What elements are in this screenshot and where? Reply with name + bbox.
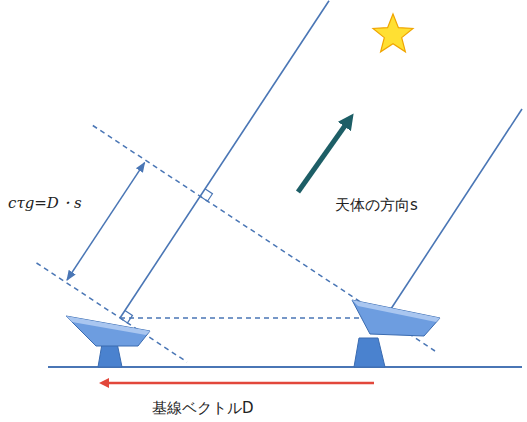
antenna-left bbox=[66, 316, 150, 367]
right-angle-mark bbox=[200, 189, 212, 201]
baseline-vector-label: 基線ベクトルD bbox=[150, 399, 256, 417]
star-symbol bbox=[373, 14, 413, 52]
delay-arrow bbox=[67, 163, 145, 280]
antenna-right bbox=[352, 300, 440, 367]
baseline-dashed bbox=[120, 317, 385, 319]
source-direction-arrow bbox=[298, 120, 349, 192]
baseline-vector-arrow bbox=[104, 382, 374, 385]
delay-formula: cτg=D・s bbox=[6, 194, 84, 212]
right-angle-mark bbox=[120, 311, 132, 323]
source-direction-label: 天体の方向s bbox=[333, 196, 420, 214]
ray-line bbox=[120, 1, 329, 318]
